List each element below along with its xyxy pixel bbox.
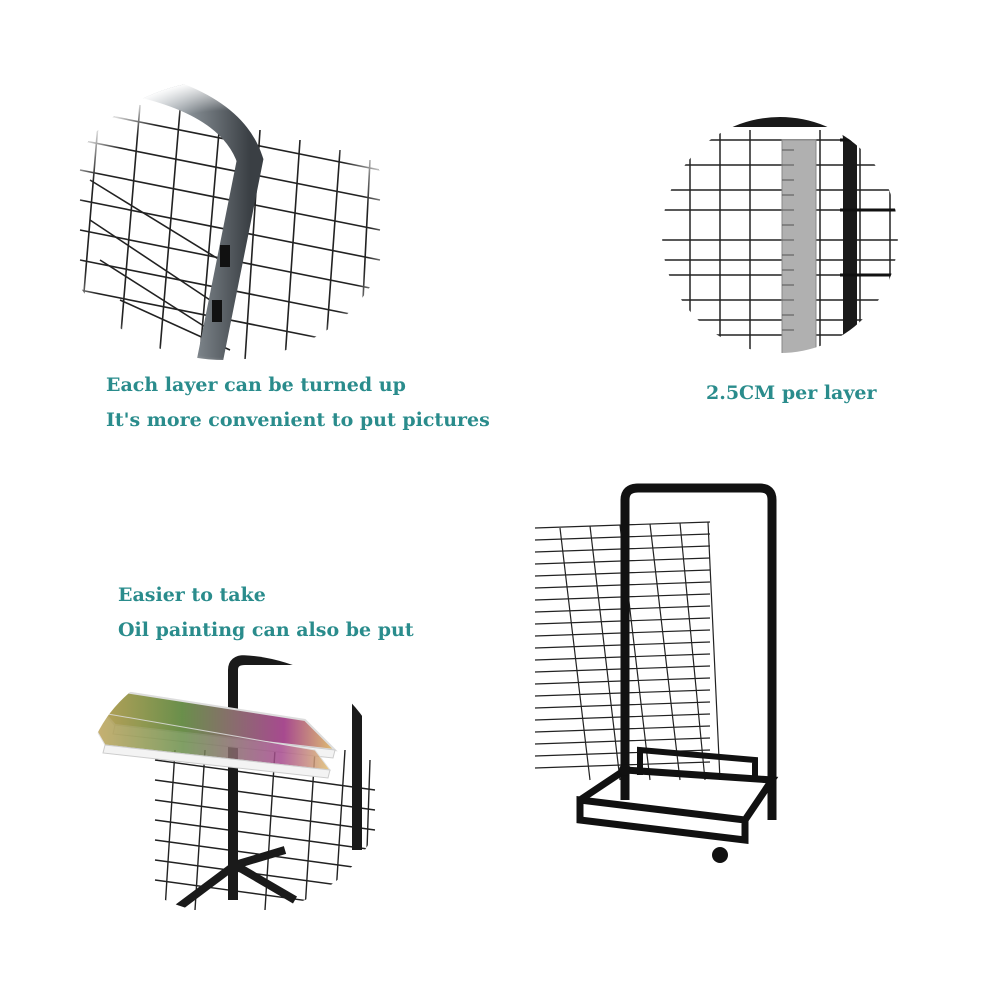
rack-with-paintings-photo xyxy=(75,650,385,915)
caption-line: 2.5CM per layer xyxy=(706,382,877,404)
closeup-ruler-spacing-photo xyxy=(660,110,920,360)
hinged-layer-illustration xyxy=(60,80,390,360)
caption-line: Easier to take xyxy=(118,584,266,606)
caption-line: Each layer can be turned up xyxy=(106,374,406,396)
caption-bottom-left: Easier to take Oil painting can also be … xyxy=(118,578,414,648)
caption-line: It's more convenient to put pictures xyxy=(106,409,490,431)
ruler-spacing-illustration xyxy=(662,117,898,353)
drying-rack-illustration xyxy=(534,483,779,863)
rack-paintings-illustration xyxy=(85,655,376,914)
caption-line: Oil painting can also be put xyxy=(118,619,414,641)
full-drying-rack-photo xyxy=(530,480,790,880)
caption-top-left: Each layer can be turned up It's more co… xyxy=(106,368,490,438)
caption-top-right: 2.5CM per layer xyxy=(706,378,877,408)
closeup-hinged-layer-photo xyxy=(60,60,390,360)
